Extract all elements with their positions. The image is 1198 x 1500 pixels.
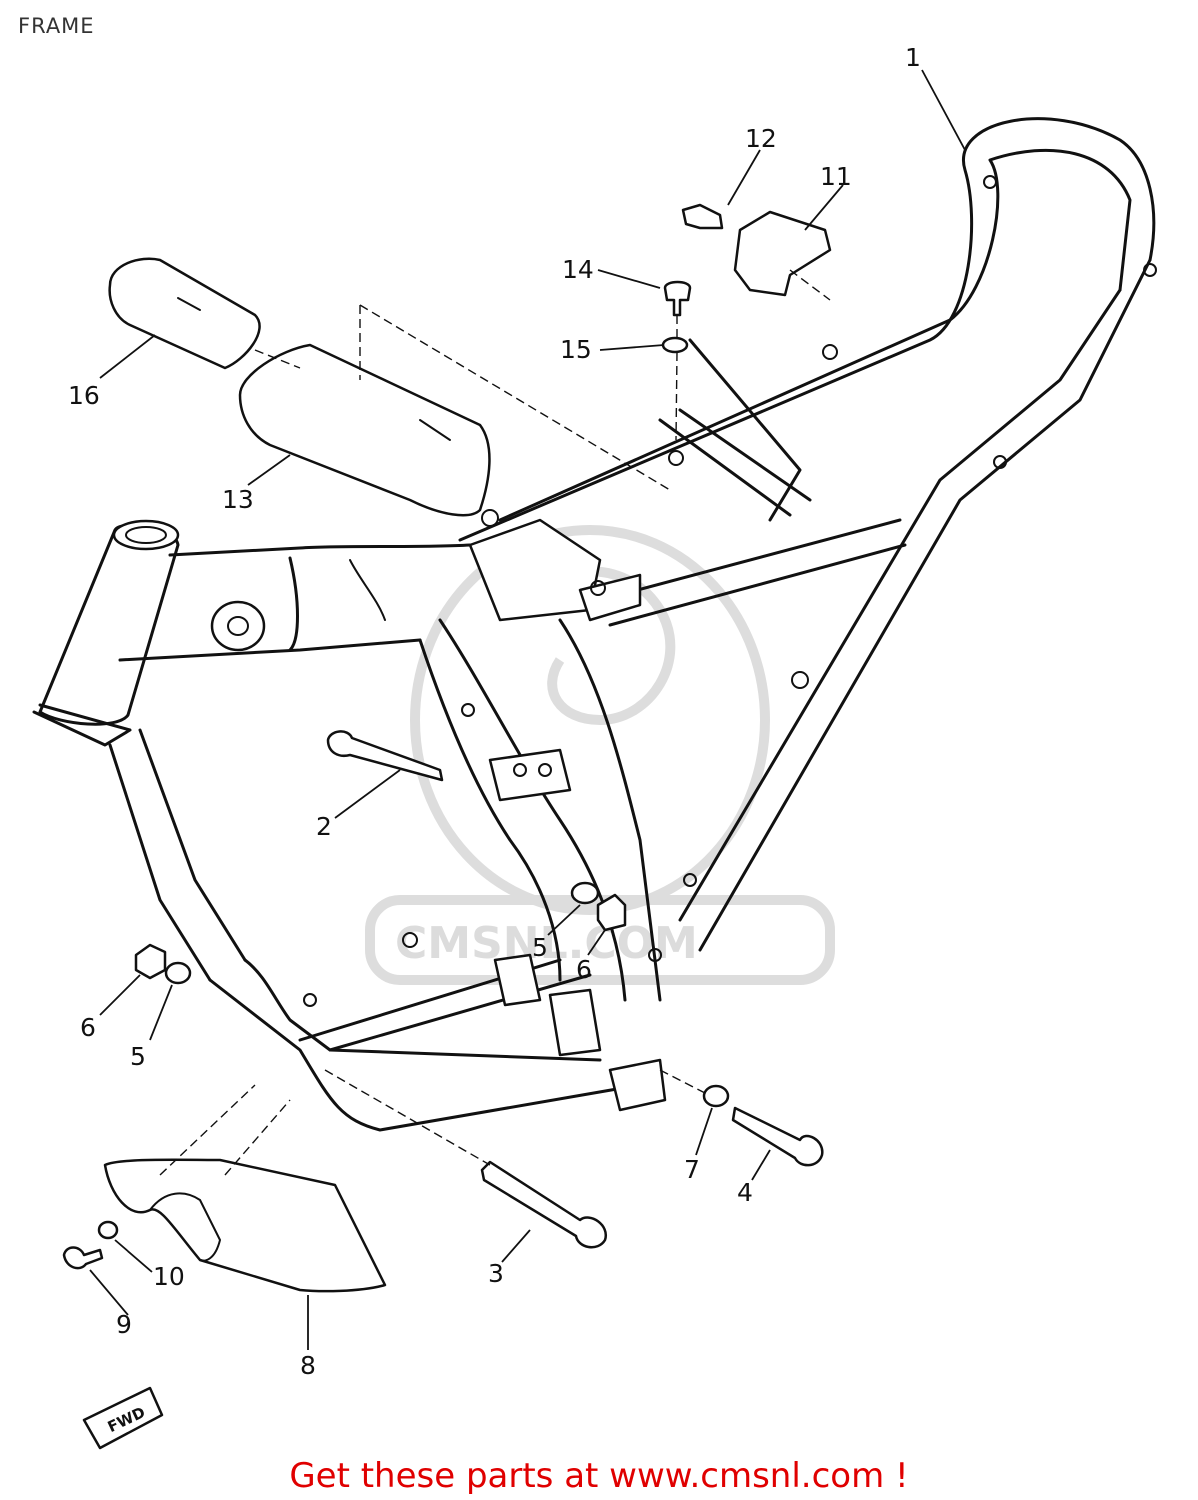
part-12-bolt (681, 203, 724, 230)
callout-12: 12 (745, 124, 777, 153)
page-title: FRAME (18, 14, 95, 38)
callout-6-lower: 6 (80, 1013, 96, 1042)
callout-11: 11 (820, 162, 852, 191)
part-14-bolt (663, 280, 692, 317)
callout-15: 15 (560, 335, 592, 364)
part-10-washer (97, 1220, 119, 1240)
part-15-washer (661, 336, 689, 354)
part-9-bolt (62, 1246, 104, 1270)
callout-8: 8 (300, 1351, 316, 1380)
callout-10: 10 (153, 1262, 185, 1291)
callout-5-lower: 5 (130, 1042, 146, 1071)
callout-4: 4 (737, 1178, 753, 1207)
part-5-washer-lower (164, 961, 192, 985)
part-4-bolt (731, 1106, 824, 1167)
parts-shop-link[interactable]: Get these parts at www.cmsnl.com ! (289, 1456, 909, 1496)
part-5-washer-upper (570, 881, 600, 905)
part-7-washer (702, 1084, 730, 1108)
watermark-text: CMSNL.COM (395, 918, 698, 969)
fwd-direction-badge: FWD (82, 1386, 164, 1450)
callout-14: 14 (562, 255, 594, 284)
part-3-bolt (480, 1160, 608, 1249)
callout-9: 9 (116, 1310, 132, 1339)
part-8-skid-plate (103, 1158, 387, 1293)
part-6-nut-lower (134, 943, 167, 980)
callout-3: 3 (488, 1259, 504, 1288)
callout-13: 13 (222, 485, 254, 514)
part-16-cover (108, 257, 261, 370)
frame-assembly (32, 117, 1157, 1132)
part-2-bolt (326, 730, 444, 782)
part-11-bracket (733, 210, 832, 297)
part-13-cover (238, 343, 491, 517)
callout-2: 2 (316, 812, 332, 841)
callout-7: 7 (684, 1155, 700, 1184)
callout-6-upper: 6 (576, 955, 592, 984)
callout-1: 1 (905, 43, 921, 72)
callout-16: 16 (68, 381, 100, 410)
callout-5-upper: 5 (532, 933, 548, 962)
part-6-nut-upper (596, 893, 627, 932)
